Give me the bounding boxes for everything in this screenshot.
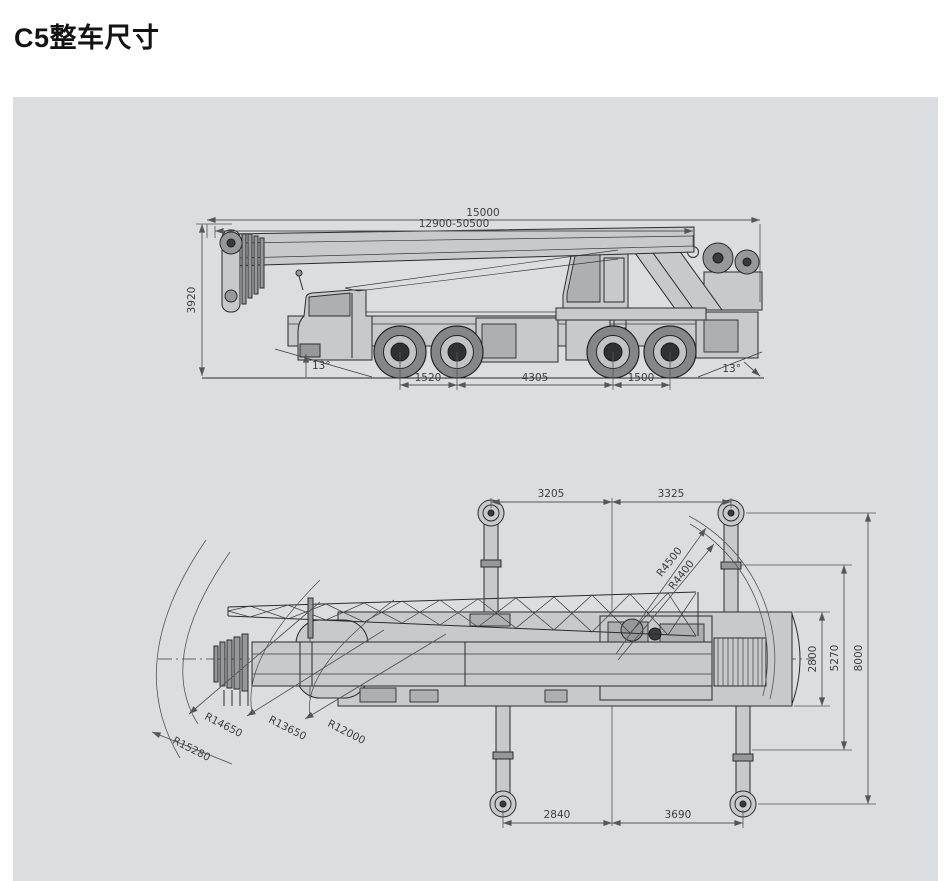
dim-departure-angle: 13°: [722, 363, 741, 375]
boom-head-plan: [213, 633, 249, 706]
dim-axle-spacing-rear: 1500: [628, 372, 655, 384]
dim-front-outrigger-right: 3325: [658, 488, 685, 500]
page-title: C5整车尺寸: [14, 23, 160, 53]
dim-turning-radius-outer: R15280: [171, 735, 213, 764]
dim-vehicle-width: 2800: [807, 646, 819, 673]
tail-outline: [791, 613, 801, 705]
mirror: [295, 269, 303, 277]
dim-rear-outrigger-right: 3690: [665, 809, 692, 821]
dim-turning-radius-2: R14650: [203, 711, 245, 740]
top-view-drawing: R4500 R4400 R15280 R14650 R13650 R: [151, 488, 876, 828]
boom-plan: [251, 641, 713, 687]
side-view-dimensions: 15000 12900-50500 3920 1520 4305: [186, 207, 761, 390]
crane-dimension-diagram: 15000 12900-50500 3920 1520 4305: [151, 207, 876, 828]
side-view-drawing: 15000 12900-50500 3920 1520 4305: [186, 207, 764, 390]
dim-axle-spacing-front: 1520: [415, 372, 442, 384]
truck-cab-window: [308, 292, 351, 317]
lattice-jib: [227, 591, 699, 639]
dim-boom-length: 12900-50500: [419, 218, 490, 230]
dim-approach-angle: 13°: [312, 360, 331, 372]
dim-outrigger-full-span: 8000: [853, 645, 865, 672]
dim-turning-radius-3: R13650: [267, 714, 309, 743]
dim-rear-outrigger-left: 2840: [544, 809, 571, 821]
dim-overall-height: 3920: [186, 287, 198, 314]
dim-outrigger-mid-span: 5270: [829, 645, 841, 672]
dim-front-outrigger-left: 3205: [538, 488, 565, 500]
dimension-drawing-panel: 15000 12900-50500 3920 1520 4305: [13, 97, 938, 881]
dim-total-length: 15000: [466, 207, 499, 219]
dim-turning-radius-inner: R12000: [326, 718, 368, 747]
dim-axle-spacing-middle: 4305: [522, 372, 549, 384]
counterweight: [713, 637, 767, 687]
top-view-dimensions: 3205 3325 2800 5270 8000: [490, 488, 876, 828]
